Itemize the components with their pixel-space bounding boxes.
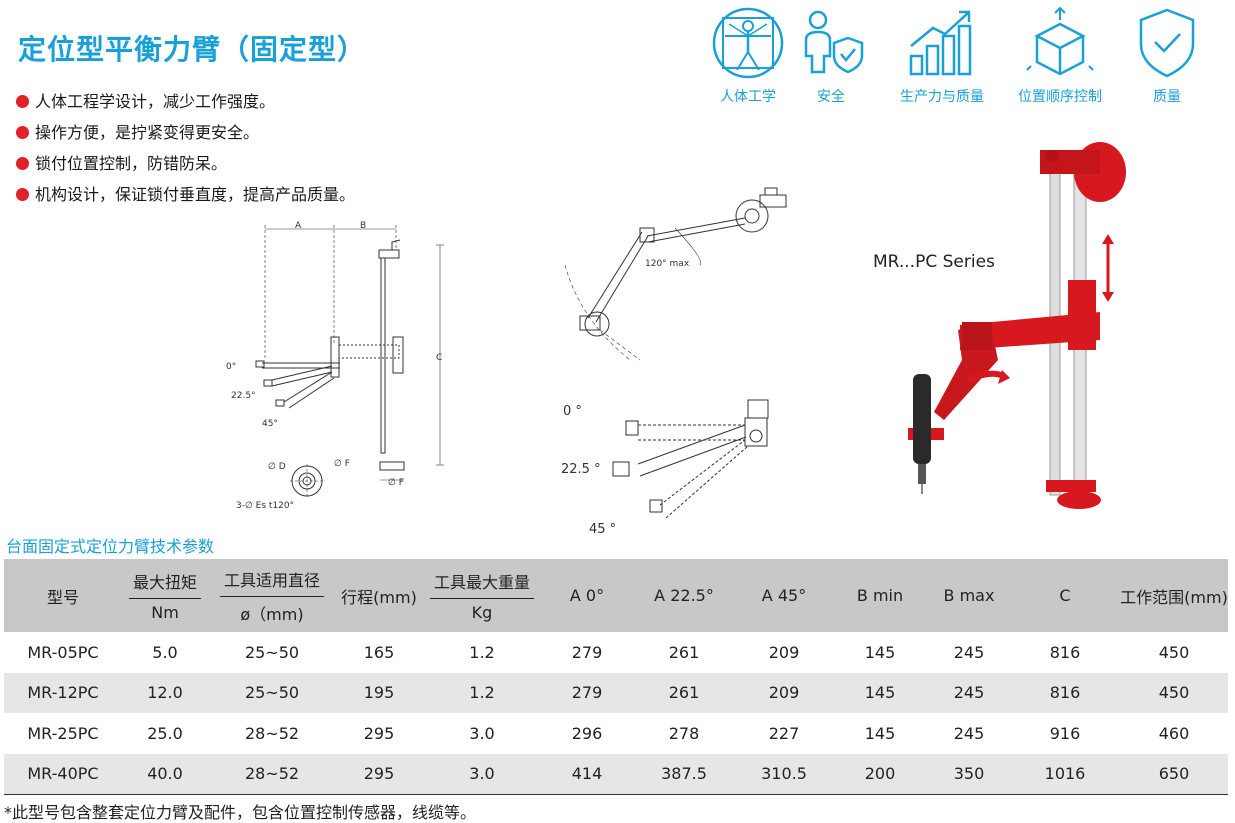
footnote: *此型号包含整套定位力臂及配件，包含位置控制传感器，线缆等。	[4, 803, 477, 822]
header-a45: A 45°	[761, 586, 807, 605]
header-a225: A 22.5°	[654, 586, 714, 605]
phi-d-label: ∅ D	[268, 462, 286, 472]
header-range: 工作范围(mm)	[1120, 587, 1228, 607]
bullet-item: 机构设计，保证锁付垂直度，提高产品质量。	[16, 179, 355, 210]
feature-position-control: 位置顺序控制	[1010, 6, 1110, 106]
cube-position-icon	[1026, 6, 1094, 76]
angle-label-22-5: 22.5°	[231, 391, 256, 401]
feature-ergonomics: 人体工学	[708, 6, 788, 106]
feature-label: 质量	[1153, 89, 1181, 105]
front-view-drawing	[255, 225, 444, 498]
red-dot-icon	[16, 188, 29, 201]
header-a0: A 0°	[569, 586, 605, 605]
feature-safety: 安全	[796, 6, 866, 106]
side-angle-45: 45 °	[589, 522, 617, 537]
feature-bullets: 人体工程学设计，减少工作强度。 操作方便，是拧紧变得更安全。 锁付位置控制，防错…	[16, 86, 355, 210]
feature-label: 生产力与质量	[900, 89, 984, 105]
feature-label: 人体工学	[720, 89, 776, 105]
ergonomics-icon	[712, 7, 784, 79]
phi-f-label-2: ∅ F	[388, 478, 404, 488]
angle-label-45: 45°	[262, 419, 278, 429]
feature-icons: 人体工学 安全 生产力与质量 位置顺序控制	[700, 6, 1220, 116]
header-bmin: B min	[856, 586, 904, 605]
quality-shield-icon	[1139, 8, 1195, 78]
bullet-item: 人体工程学设计，减少工作强度。	[16, 86, 355, 117]
side-view-drawing	[612, 399, 769, 519]
table-title: 台面固定式定位力臂技术参数	[6, 537, 215, 556]
dim-label-c: C	[436, 353, 443, 363]
header-stroke: 行程(mm)	[341, 587, 417, 607]
red-dot-icon	[16, 157, 29, 170]
header-c: C	[1059, 586, 1071, 605]
swing-view-drawing	[564, 187, 787, 361]
dim-label-a: A	[295, 221, 302, 231]
bullet-item: 操作方便，是拧紧变得更安全。	[16, 117, 355, 148]
side-angle-0: 0 °	[563, 404, 582, 419]
safety-person-shield-icon	[804, 10, 864, 74]
feature-label: 安全	[817, 89, 845, 105]
bullet-item: 锁付位置控制，防错防呆。	[16, 148, 355, 179]
header-bmax: B max	[943, 586, 995, 605]
feature-productivity: 生产力与质量	[892, 6, 992, 106]
bolt-pattern-label: 3-∅ Es t120°	[236, 501, 295, 511]
page-title: 定位型平衡力臂（固定型）	[18, 33, 367, 66]
feature-quality: 质量	[1132, 6, 1202, 106]
growth-chart-icon	[909, 10, 972, 76]
max-angle-label: 120° max	[645, 259, 690, 269]
feature-label: 位置顺序控制	[1018, 89, 1102, 105]
side-angle-22-5: 22.5 °	[561, 462, 601, 477]
dim-label-b: B	[360, 221, 367, 231]
series-label: MR...PC Series	[873, 252, 995, 272]
phi-f-label: ∅ F	[334, 459, 350, 469]
red-dot-icon	[16, 126, 29, 139]
balance-arm-product-image	[908, 142, 1126, 509]
red-dot-icon	[16, 95, 29, 108]
angle-label-0: 0°	[226, 362, 237, 372]
header-model: 型号	[46, 587, 79, 607]
